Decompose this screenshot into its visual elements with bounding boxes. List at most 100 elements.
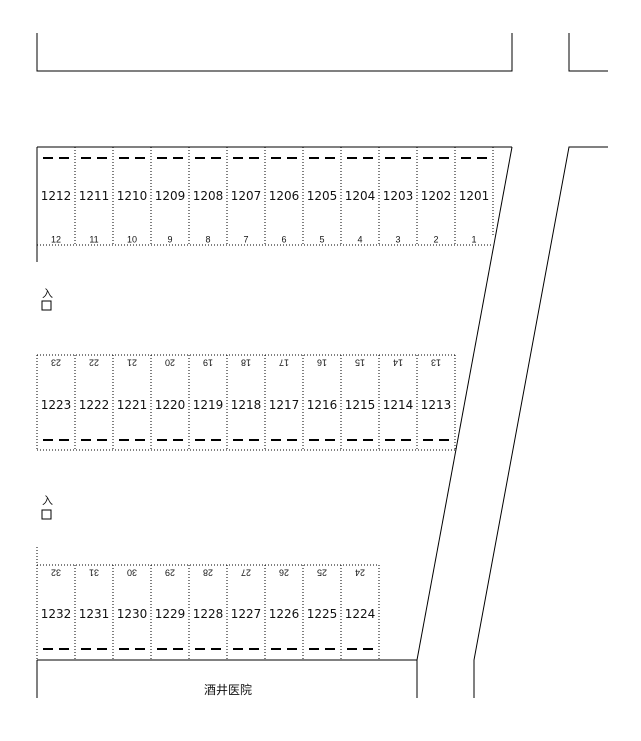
space-number: 26 [279,568,289,578]
space-label: 1227 [231,607,262,621]
space-label: 1211 [79,189,110,203]
space-label: 1213 [421,398,452,412]
space-number: 18 [241,358,251,368]
space-label: 1231 [79,607,110,621]
space-number: 12 [51,234,61,244]
parking-rows: 1212121211111210101209912088120771206612… [36,147,494,660]
space-label: 1223 [41,398,72,412]
space-label: 1217 [269,398,300,412]
space-label: 1209 [155,189,186,203]
parking-space[interactable]: 1210 10 [117,147,152,245]
space-label: 1208 [193,189,224,203]
parking-space[interactable]: 1207 7 [231,147,266,245]
parking-space[interactable]: 1208 8 [193,147,228,245]
space-label: 1222 [79,398,110,412]
space-number: 20 [165,358,175,368]
space-number: 1 [471,234,476,244]
parking-space[interactable]: 1211 11 [79,147,114,245]
space-label: 1202 [421,189,452,203]
space-label: 1226 [269,607,300,621]
space-number: 25 [317,568,327,578]
space-number: 15 [355,358,365,368]
space-label: 1219 [193,398,224,412]
space-label: 1212 [41,189,72,203]
space-label: 1204 [345,189,376,203]
parking-space[interactable]: 1203 3 [383,147,418,245]
road-edges [473,146,608,698]
space-number: 32 [51,568,61,578]
space-label: 1224 [345,607,376,621]
parking-space[interactable]: 1215 15 [345,355,380,450]
space-label: 1232 [41,607,72,621]
space-number: 6 [281,234,286,244]
entrance-upper-char1: 入 [42,287,53,300]
parking-space[interactable]: 1205 5 [307,147,342,245]
space-number: 17 [279,358,289,368]
space-number: 23 [51,358,61,368]
space-label: 1228 [193,607,224,621]
space-label: 1215 [345,398,376,412]
space-label: 1230 [117,607,148,621]
space-number: 28 [203,568,213,578]
space-number: 3 [395,234,400,244]
space-label: 1220 [155,398,186,412]
entrance-lower-char1: 入 [42,494,53,507]
space-number: 8 [205,234,210,244]
space-number: 7 [243,234,248,244]
space-number: 24 [355,568,365,578]
parking-space[interactable]: 1228 28 [193,565,228,660]
entrance-lower: 入 [41,494,53,520]
parking-space[interactable]: 1226 26 [269,565,304,660]
space-label: 1203 [383,189,414,203]
space-label: 1206 [269,189,300,203]
space-label: 1218 [231,398,262,412]
parking-space[interactable]: 1206 6 [269,147,304,245]
space-number: 9 [167,234,172,244]
parking-space[interactable]: 1209 9 [155,147,190,245]
space-number: 13 [431,358,441,368]
parking-space[interactable]: 1232 32 [41,565,76,660]
space-number: 5 [319,234,324,244]
parking-space[interactable]: 1213 13 [421,355,456,450]
parking-space[interactable]: 1219 19 [193,355,228,450]
space-number: 16 [317,358,327,368]
entrance-upper: 入 [41,287,53,311]
space-number: 2 [433,234,438,244]
parking-space[interactable]: 1224 24 [345,565,380,660]
building-label: 酒井医院 [204,683,252,697]
parking-space[interactable]: 1220 20 [155,355,190,450]
space-number: 21 [127,358,137,368]
space-number: 14 [393,358,403,368]
space-label: 1207 [231,189,262,203]
parking-space[interactable]: 1202 2 [421,147,456,245]
space-number: 30 [127,568,137,578]
space-label: 1229 [155,607,186,621]
top-right-building-outline [568,33,608,72]
space-label: 1216 [307,398,338,412]
parking-space[interactable]: 1217 17 [269,355,304,450]
space-number: 11 [89,234,98,244]
top-building-outline [36,33,513,72]
space-number: 10 [127,234,137,244]
space-number: 22 [89,358,99,368]
space-number: 19 [203,358,213,368]
parking-space[interactable]: 1218 18 [231,355,266,450]
space-label: 1205 [307,189,338,203]
parking-space[interactable]: 1230 30 [117,565,152,660]
parking-space[interactable]: 1231 31 [79,565,114,660]
space-label: 1210 [117,189,148,203]
parking-space[interactable]: 1216 16 [307,355,342,450]
entrance-lower-box [41,509,52,520]
space-number: 31 [89,568,99,578]
parking-space[interactable]: 1222 22 [79,355,114,450]
parking-space[interactable]: 1223 23 [41,355,76,450]
